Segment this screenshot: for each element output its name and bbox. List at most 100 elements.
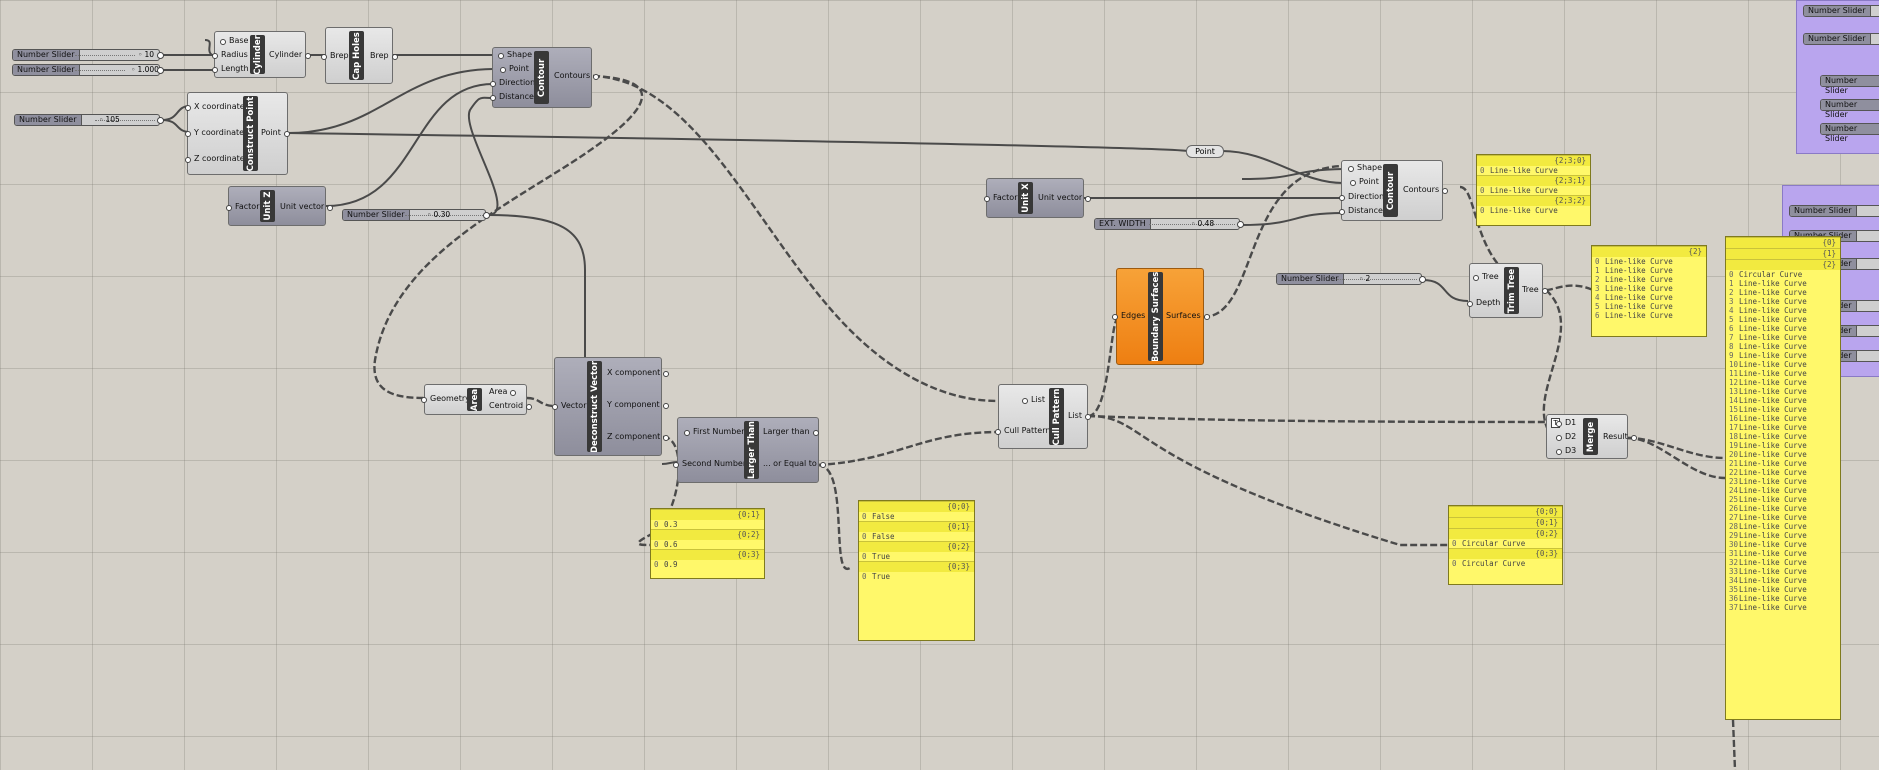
output-point[interactable]: Point: [261, 128, 290, 137]
input-second-number[interactable]: Second Number: [672, 459, 747, 468]
slider-output-port[interactable]: [157, 117, 164, 124]
number-slider[interactable]: Number Slider: [1789, 205, 1879, 217]
input-brep[interactable]: Brep: [321, 51, 349, 60]
trim-tree-component[interactable]: Tree Depth Trim Tree Tree: [1466, 263, 1548, 318]
input-z-coordinate[interactable]: Z coordinate: [185, 154, 245, 163]
input-cull-pattern[interactable]: Cull Pattern: [994, 426, 1051, 435]
wire: [1241, 212, 1344, 226]
boundary-surfaces-component[interactable]: Edges Boundary Surfaces Surfaces: [1111, 268, 1210, 365]
slider-output-port[interactable]: [1419, 276, 1426, 283]
contour-component[interactable]: Shape Point Direction Distance Contour C…: [1338, 160, 1449, 221]
input-geometry[interactable]: Geometry: [421, 394, 470, 403]
number-slider[interactable]: Number Slider: [1820, 99, 1879, 119]
input-edges[interactable]: Edges: [1111, 311, 1146, 320]
cull-pattern-component[interactable]: List Cull Pattern Cull Pattern List: [994, 384, 1091, 449]
output-surfaces[interactable]: Surfaces: [1166, 311, 1210, 320]
cap-holes-component[interactable]: Brep Cap Holes Brep: [321, 27, 398, 84]
output-tree[interactable]: Tree: [1522, 285, 1548, 294]
input-vector[interactable]: Vector: [552, 401, 587, 410]
contour-component[interactable]: Shape Point Direction Distance Contour C…: [489, 47, 600, 108]
input-d2[interactable]: D2: [1555, 432, 1577, 441]
input-d3[interactable]: D3: [1555, 446, 1577, 455]
panel-item: 29Line-like Curve: [1729, 531, 1807, 540]
panel-item: 22Line-like Curve: [1729, 468, 1807, 477]
output-cylinder[interactable]: Cylinder: [269, 50, 312, 59]
slider-name: Number Slider: [1804, 34, 1871, 44]
deconstruct-vector-component[interactable]: Vector Deconstruct Vector X component Y …: [552, 357, 670, 456]
number-slider[interactable]: Number Slider 2: [1276, 273, 1426, 285]
number-slider[interactable]: Number Slider 1.000: [12, 64, 164, 76]
input-factor[interactable]: Factor: [984, 193, 1018, 202]
slider-output-port[interactable]: [483, 212, 490, 219]
number-slider[interactable]: Number Slider 10: [12, 49, 164, 61]
output-unit-vector[interactable]: Unit vector: [1038, 193, 1092, 202]
number-slider[interactable]: Number Slider: [1820, 75, 1879, 95]
slider-output-port[interactable]: [1237, 221, 1244, 228]
input-distance[interactable]: Distance: [1339, 206, 1383, 215]
output-unit-vector[interactable]: Unit vector: [280, 202, 334, 211]
merge-component[interactable]: T D1 D2 D3 Merge Result: [1546, 414, 1637, 459]
number-slider[interactable]: Number Slider: [1820, 123, 1879, 143]
output-brep[interactable]: Brep: [370, 51, 398, 60]
input-distance[interactable]: Distance: [490, 92, 534, 101]
slider-output-port[interactable]: [157, 67, 164, 74]
output-z-component[interactable]: Z component: [607, 432, 670, 441]
construct-point-component[interactable]: X coordinate Y coordinate Z coordinate C…: [184, 92, 290, 175]
output-contours[interactable]: Contours: [554, 71, 600, 80]
input-x-coordinate[interactable]: X coordinate: [185, 102, 245, 111]
unit-z-component[interactable]: Factor Unit Z Unit vector: [226, 186, 334, 226]
wire-dashed: [1087, 316, 1120, 418]
input-base[interactable]: Base: [219, 36, 249, 45]
input-list[interactable]: List: [1022, 395, 1045, 404]
input-point[interactable]: Point: [500, 64, 529, 73]
input-length[interactable]: Length: [212, 64, 249, 73]
output-x-component[interactable]: X component: [607, 368, 670, 377]
output-list[interactable]: List: [1068, 411, 1091, 420]
input-point[interactable]: Point: [1350, 177, 1379, 186]
component-title: Unit Z: [260, 190, 275, 222]
cylinder-component[interactable]: Base Radius Length Cylinder Cylinder: [212, 31, 312, 78]
input-d1[interactable]: D1: [1555, 418, 1577, 427]
slider-name: Number Slider: [1277, 274, 1344, 284]
input-depth[interactable]: Depth: [1466, 298, 1501, 307]
output-centroid[interactable]: Centroid: [489, 401, 533, 410]
unit-x-component[interactable]: Factor Unit X Unit vector: [984, 178, 1092, 218]
input-factor[interactable]: Factor: [226, 202, 260, 211]
input-direction[interactable]: Direction: [489, 78, 536, 87]
wire: [204, 39, 213, 56]
input-y-coordinate[interactable]: Y coordinate: [184, 128, 245, 137]
number-slider[interactable]: Number Slider 105: [14, 114, 164, 126]
slider-output-port[interactable]: [157, 52, 164, 59]
number-slider[interactable]: Number Slider: [1803, 33, 1879, 45]
input-direction[interactable]: Direction: [1338, 192, 1385, 201]
ext-width-slider[interactable]: EXT. WIDTH 0.48: [1094, 218, 1244, 230]
number-slider[interactable]: Number Slider 0.30: [342, 209, 490, 221]
output-y-component[interactable]: Y component: [607, 400, 669, 409]
output-area[interactable]: Area: [489, 387, 518, 396]
number-slider[interactable]: Number Slider: [1803, 5, 1879, 17]
output-or-equal-to[interactable]: ... or Equal to: [763, 459, 826, 468]
output-result[interactable]: Result: [1603, 432, 1637, 441]
area-component[interactable]: Geometry Area Area Centroid: [421, 384, 533, 415]
point-param[interactable]: Point: [1186, 145, 1224, 158]
input-first-number[interactable]: First Number: [684, 427, 745, 436]
larger-than-component[interactable]: First Number Second Number Larger Than L…: [672, 417, 826, 483]
component-title: Area: [467, 388, 482, 411]
output-contours[interactable]: Contours: [1403, 185, 1449, 194]
input-shape[interactable]: Shape: [1347, 163, 1383, 172]
input-shape[interactable]: Shape: [497, 50, 533, 59]
input-radius[interactable]: Radius: [212, 50, 248, 59]
input-tree[interactable]: Tree: [1473, 272, 1499, 281]
output-larger-than[interactable]: Larger than: [763, 427, 818, 436]
